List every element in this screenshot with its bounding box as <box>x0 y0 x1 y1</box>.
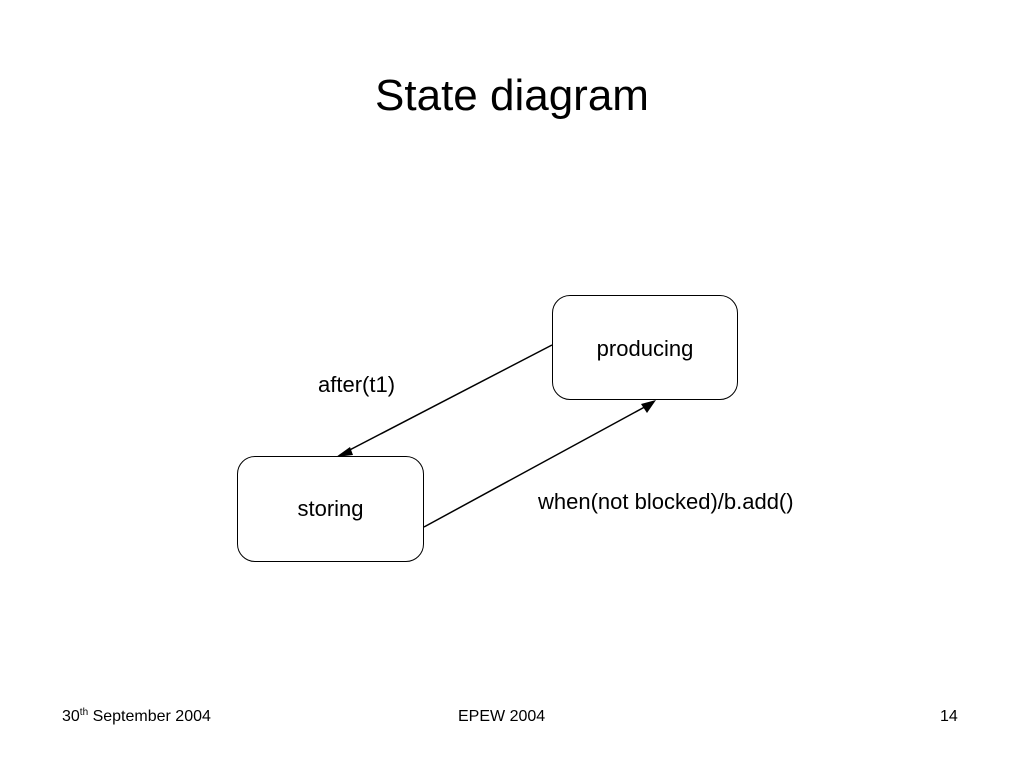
footer-date-suffix: th <box>79 707 89 718</box>
arrow-after-line <box>339 344 553 456</box>
state-storing-label: storing <box>297 496 364 521</box>
arrow-after-head <box>336 447 353 457</box>
footer-date: 30th September 2004 <box>62 708 211 726</box>
slide-title: State diagram <box>375 71 649 120</box>
arrow-when-line <box>423 402 653 528</box>
state-storing: storing <box>237 456 424 562</box>
transition-label-after: after(t1) <box>318 372 396 397</box>
footer-page-number: 14 <box>940 708 958 725</box>
footer-event: EPEW 2004 <box>458 708 546 725</box>
footer-date-rest: September 2004 <box>88 708 211 725</box>
transition-label-when: when(not blocked)/b.add() <box>538 489 794 514</box>
arrow-when-head <box>641 400 656 413</box>
state-producing-label: producing <box>596 336 694 361</box>
footer-date-day: 30 <box>62 708 80 725</box>
state-producing: producing <box>552 295 738 400</box>
